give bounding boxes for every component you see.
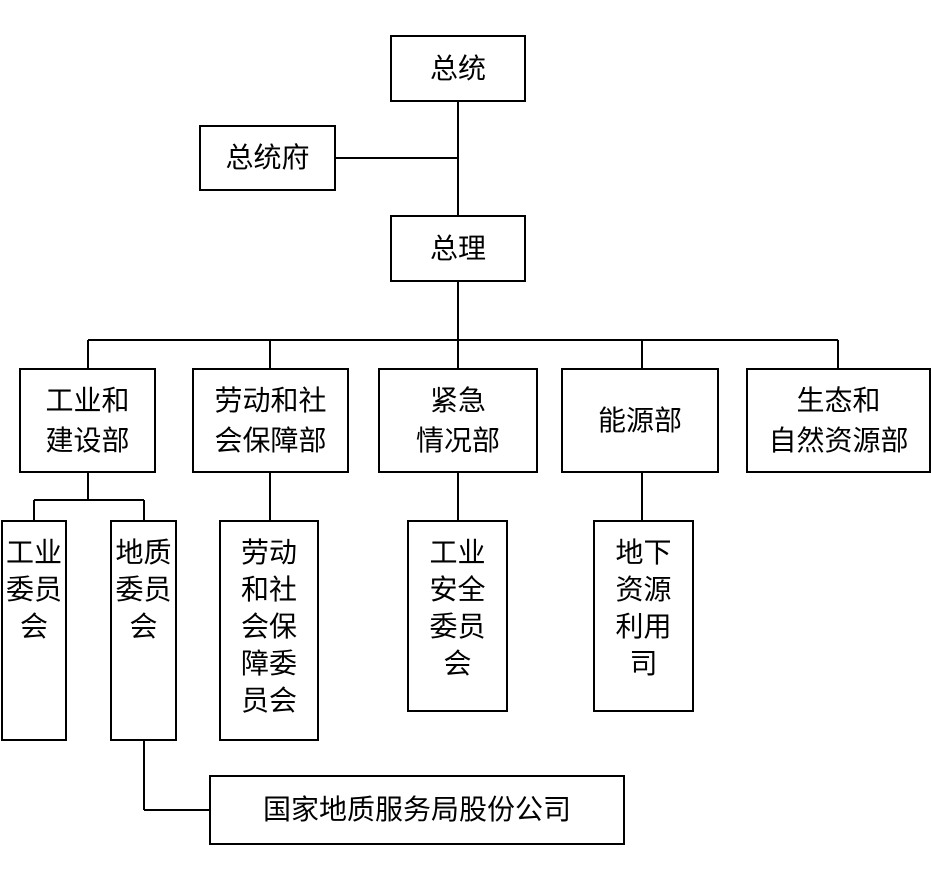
ministry-industry-construction: 工业和 建设部 xyxy=(19,368,156,473)
sub-unit-label: 地下 资源 利用 司 xyxy=(615,536,672,680)
ministry-label: 生态和 自然资源部 xyxy=(768,383,909,457)
industrial-safety-committee-box: 工业 安全 委员 会 xyxy=(407,520,508,712)
prime-minister-label: 总理 xyxy=(429,231,486,265)
sub-unit-label: 地质 委员 会 xyxy=(115,536,172,643)
company-label: 国家地质服务局股份公司 xyxy=(262,793,571,826)
sub-unit-label: 工业 委员 会 xyxy=(5,536,62,643)
president-label: 总统 xyxy=(429,51,486,85)
ministry-labour-social-security: 劳动和社 会保障部 xyxy=(192,368,349,473)
sub-unit-label: 工业 安全 委员 会 xyxy=(429,536,486,680)
labour-committee-box: 劳动 和社 会保 障委 员会 xyxy=(219,520,319,741)
presidential-office-box: 总统府 xyxy=(199,125,336,191)
geology-committee-box: 地质 委员 会 xyxy=(110,520,177,741)
ministry-label: 紧急 情况部 xyxy=(415,383,500,457)
subsoil-use-department-box: 地下 资源 利用 司 xyxy=(593,520,694,712)
ministry-emergency: 紧急 情况部 xyxy=(378,368,538,473)
industry-committee-box: 工业 委员 会 xyxy=(1,520,67,741)
ministry-label: 能源部 xyxy=(597,403,682,437)
prime-minister-box: 总理 xyxy=(390,215,526,282)
ministry-ecology-natural-resources: 生态和 自然资源部 xyxy=(746,368,931,473)
ministry-label: 劳动和社 会保障部 xyxy=(214,383,327,457)
ministry-label: 工业和 建设部 xyxy=(45,383,130,457)
presidential-office-label: 总统府 xyxy=(225,141,310,174)
president-box: 总统 xyxy=(390,35,526,102)
geological-service-company-box: 国家地质服务局股份公司 xyxy=(209,775,625,845)
ministry-energy: 能源部 xyxy=(561,368,719,473)
sub-unit-label: 劳动 和社 会保 障委 员会 xyxy=(240,536,297,717)
